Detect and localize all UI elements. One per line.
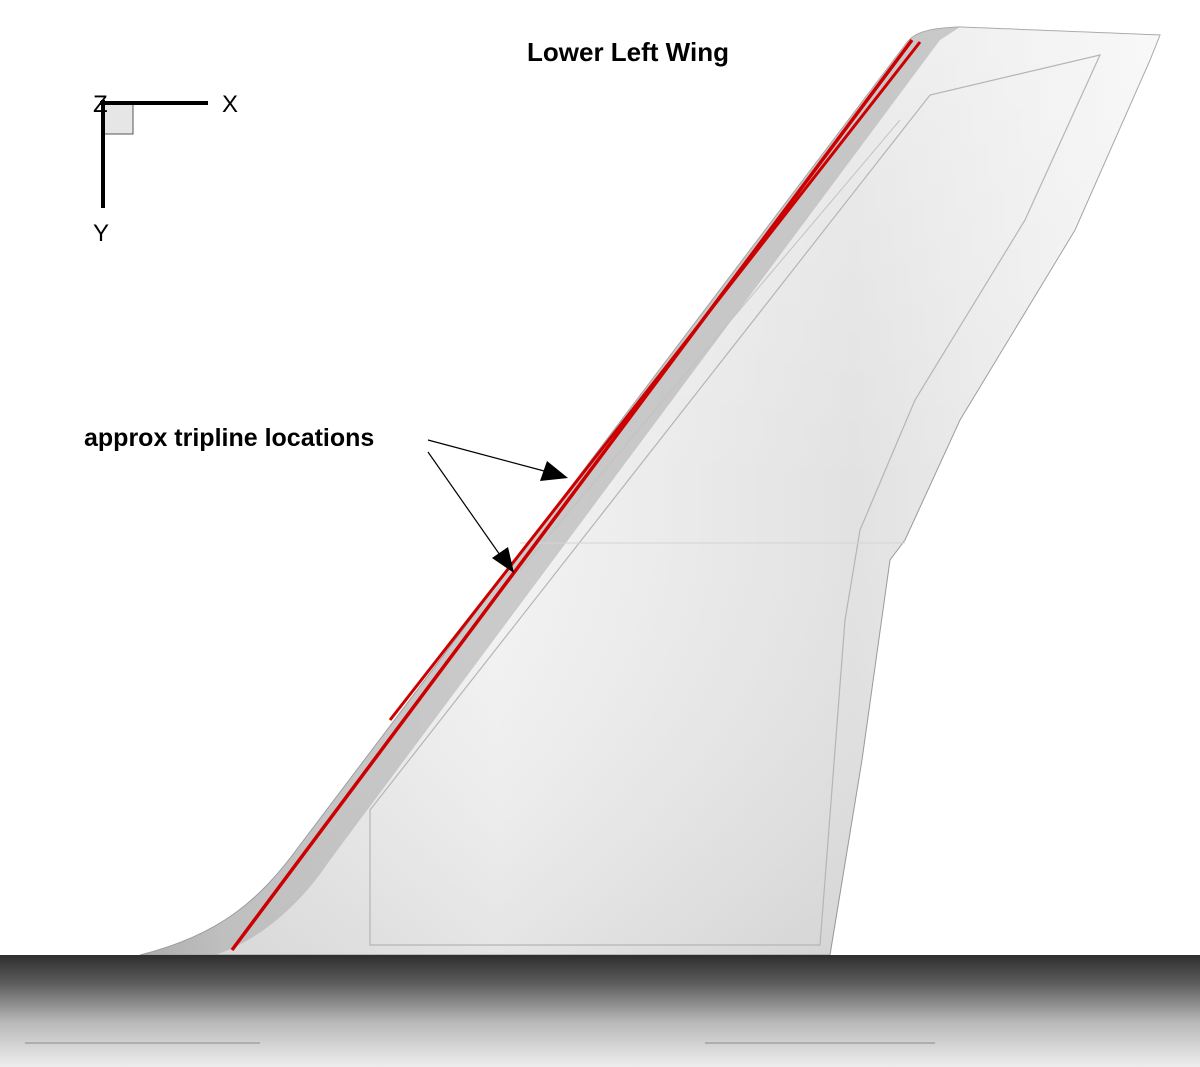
leading-edge-shading [140,27,960,955]
annotation-arrows [427,439,568,573]
axis-triad: Z X Y [93,91,238,247]
fuselage [0,955,1200,1067]
arrowhead-upper [540,461,568,481]
tripline-inner [388,41,922,721]
arrow-line-lower [427,451,501,556]
axis-y-label: Y [93,220,109,247]
axis-x-label: X [222,91,238,118]
wing [139,26,1161,956]
arrow-line-upper [427,439,549,473]
tripline-outer [230,38,914,952]
fuselage-body [0,955,1200,1067]
figure-title: Lower Left Wing [527,37,729,67]
panel-line-spar [519,119,901,571]
axis-z-label: Z [93,91,108,118]
wing-highlight [140,27,1160,955]
triplines [230,38,922,952]
panel-line-inner [369,54,1102,946]
tripline-annotation: approx tripline locations [84,424,374,452]
arrowhead-lower [492,547,514,573]
